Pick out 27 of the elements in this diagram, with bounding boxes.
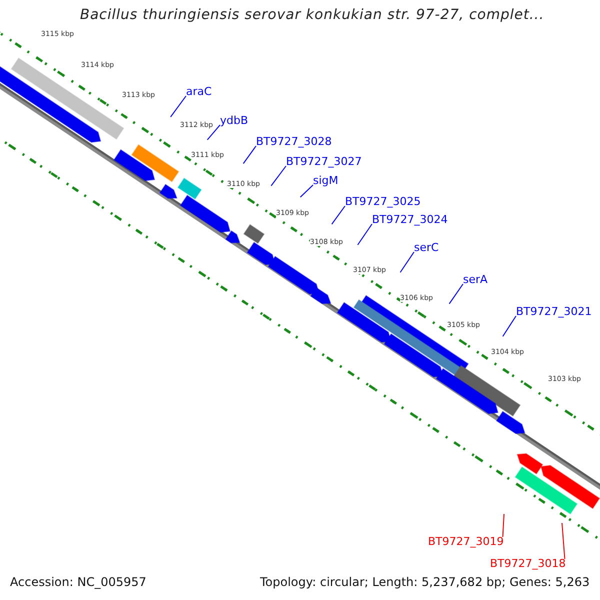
gene-label: BT9727_3028 [256,136,332,147]
gene-label: serC [414,242,439,253]
gene-label: araC [186,86,212,97]
leader-line [206,124,220,140]
leader-line [357,224,372,246]
gene-label: BT9727_3025 [345,196,421,207]
leader-line [448,284,464,304]
footer-text: Topology: circular; Length: 5,237,682 bp; Genes: 5,263 [260,576,590,588]
gene-label: BT9727_3019 [428,536,504,547]
title: Bacillus thuringiensis serovar konkukian str. 97-27, complet... [80,8,544,22]
leader-line [300,184,314,198]
gene-label: BT9727_3018 [490,558,566,569]
leader-line [502,514,504,538]
leader-line [502,316,516,337]
leader-line [331,206,346,225]
footer-text: Accession: NC_005957 [10,576,146,588]
gene-label: BT9727_3027 [286,156,362,167]
gene-label: BT9727_3021 [516,306,592,317]
leader-line [562,522,566,560]
leader-line [270,166,286,186]
gene-label: ydbB [220,115,248,126]
leader-line [400,252,414,273]
gene-label: serA [463,274,488,285]
leader-line [242,146,256,164]
gene-label: BT9727_3024 [372,214,448,225]
leader-line [170,96,186,118]
gene-label: sigM [313,175,338,186]
